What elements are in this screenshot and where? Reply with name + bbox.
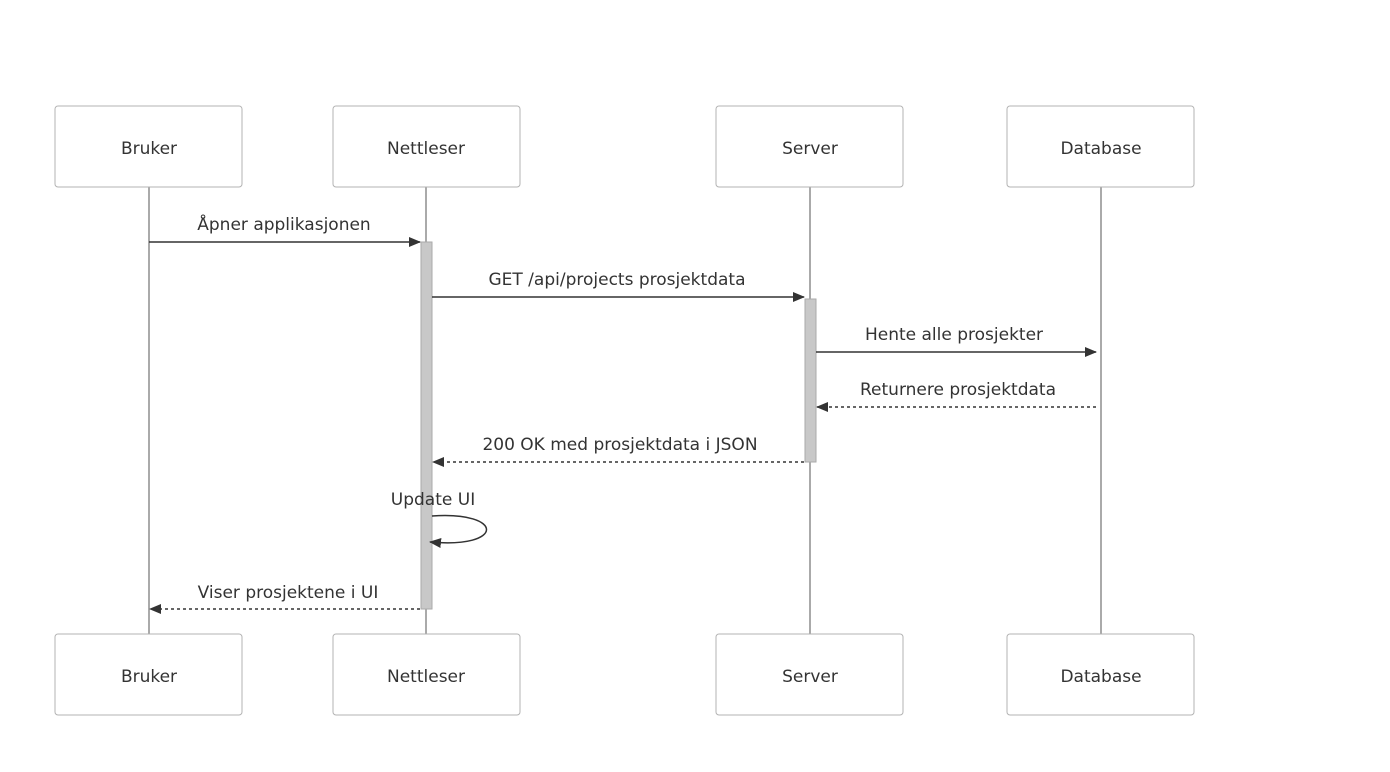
message-label: Update UI [391,490,475,510]
activation-server [804,298,817,463]
message-apner-applikasjonen: Åpner applikasjonen [149,213,421,247]
message-label: Hente alle prosjekter [865,325,1043,345]
actor-bottom-server-label: Server [782,667,838,687]
message-label: Viser prosjektene i UI [198,583,379,603]
message-self-arrow [429,514,488,548]
actor-bottom-database-label: Database [1060,667,1141,687]
actor-top-bruker-label: Bruker [121,139,177,159]
actor-bottom-bruker-label: Bruker [121,667,177,687]
actor-top-database: Database [1006,105,1195,188]
actor-bottom-bruker: Bruker [54,633,243,716]
actor-top-server: Server [715,105,904,188]
message-label: 200 OK med prosjektdata i JSON [482,435,757,455]
message-label: GET /api/projects prosjektdata [488,270,745,290]
actor-top-bruker: Bruker [54,105,243,188]
message-label: Returnere prosjektdata [860,380,1056,400]
actor-top-database-label: Database [1060,139,1141,159]
message-update-ui: Update UI [391,490,488,548]
actor-top-nettleser: Nettleser [332,105,521,188]
message-viser-prosjektene: Viser prosjektene i UI [149,583,420,614]
message-200-ok: 200 OK med prosjektdata i JSON [432,435,804,467]
activation-nettleser [420,241,433,610]
actor-top-server-label: Server [782,139,838,159]
message-returnere-prosjektdata: Returnere prosjektdata [816,380,1096,412]
message-hente-alle-prosjekter: Hente alle prosjekter [816,325,1097,357]
actor-top-nettleser-label: Nettleser [387,139,465,159]
actor-bottom-server: Server [715,633,904,716]
message-label: Åpner applikasjonen [197,213,370,235]
actor-bottom-nettleser: Nettleser [332,633,521,716]
actor-bottom-nettleser-label: Nettleser [387,667,465,687]
actor-bottom-database: Database [1006,633,1195,716]
message-get-api-projects: GET /api/projects prosjektdata [432,270,805,302]
